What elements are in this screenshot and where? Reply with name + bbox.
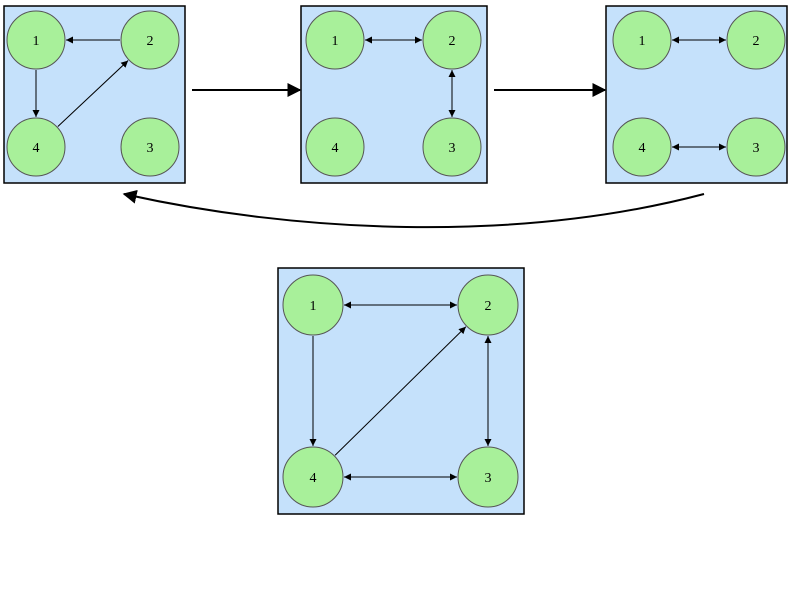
transition-arrow-panel-3-to-panel-1 [122, 189, 705, 229]
node-3: 3 [457, 446, 519, 508]
node-label: 1 [332, 34, 339, 49]
node-circle [282, 274, 344, 336]
node-circle [457, 274, 519, 336]
node-label: 3 [753, 141, 760, 156]
node-1: 1 [305, 10, 365, 70]
node-4: 4 [612, 117, 672, 177]
edge-4-2 [334, 326, 467, 456]
node-label: 3 [485, 471, 492, 486]
node-label: 3 [147, 141, 154, 156]
node-2: 2 [422, 10, 482, 70]
node-circle [282, 446, 344, 508]
node-1: 1 [6, 10, 66, 70]
node-label: 3 [449, 141, 456, 156]
node-label: 1 [33, 34, 40, 49]
node-3: 3 [120, 117, 180, 177]
node-circle [305, 10, 365, 70]
node-circle [305, 117, 365, 177]
graph-panels: 1 2 3 4 1 2 3 4 1 2 3 4 1 2 3 4 [3, 5, 788, 515]
panel-2: 1 2 3 4 [300, 5, 488, 184]
node-4: 4 [305, 117, 365, 177]
node-4: 4 [282, 446, 344, 508]
node-2: 2 [726, 10, 786, 70]
node-1: 1 [282, 274, 344, 336]
node-circle [120, 117, 180, 177]
node-2: 2 [120, 10, 180, 70]
node-circle [612, 10, 672, 70]
node-circle [457, 446, 519, 508]
panel-3: 1 2 3 4 [605, 5, 788, 184]
node-label: 4 [332, 141, 339, 156]
node-circle [120, 10, 180, 70]
node-label: 2 [753, 34, 760, 49]
node-label: 2 [449, 34, 456, 49]
panel-4: 1 2 3 4 [277, 267, 525, 515]
node-1: 1 [612, 10, 672, 70]
node-label: 2 [485, 299, 492, 314]
node-circle [612, 117, 672, 177]
node-label: 4 [639, 141, 646, 156]
node-label: 4 [33, 141, 40, 156]
panel-1: 1 2 3 4 [3, 5, 186, 184]
node-circle [422, 117, 482, 177]
node-circle [422, 10, 482, 70]
edge-4-2 [57, 60, 129, 127]
node-circle [6, 10, 66, 70]
node-label: 4 [310, 471, 317, 486]
node-3: 3 [726, 117, 786, 177]
node-3: 3 [422, 117, 482, 177]
node-circle [726, 117, 786, 177]
node-label: 1 [310, 299, 317, 314]
node-circle [726, 10, 786, 70]
node-2: 2 [457, 274, 519, 336]
transition-arrows [122, 83, 705, 229]
node-label: 1 [639, 34, 646, 49]
node-circle [6, 117, 66, 177]
node-4: 4 [6, 117, 66, 177]
node-label: 2 [147, 34, 154, 49]
